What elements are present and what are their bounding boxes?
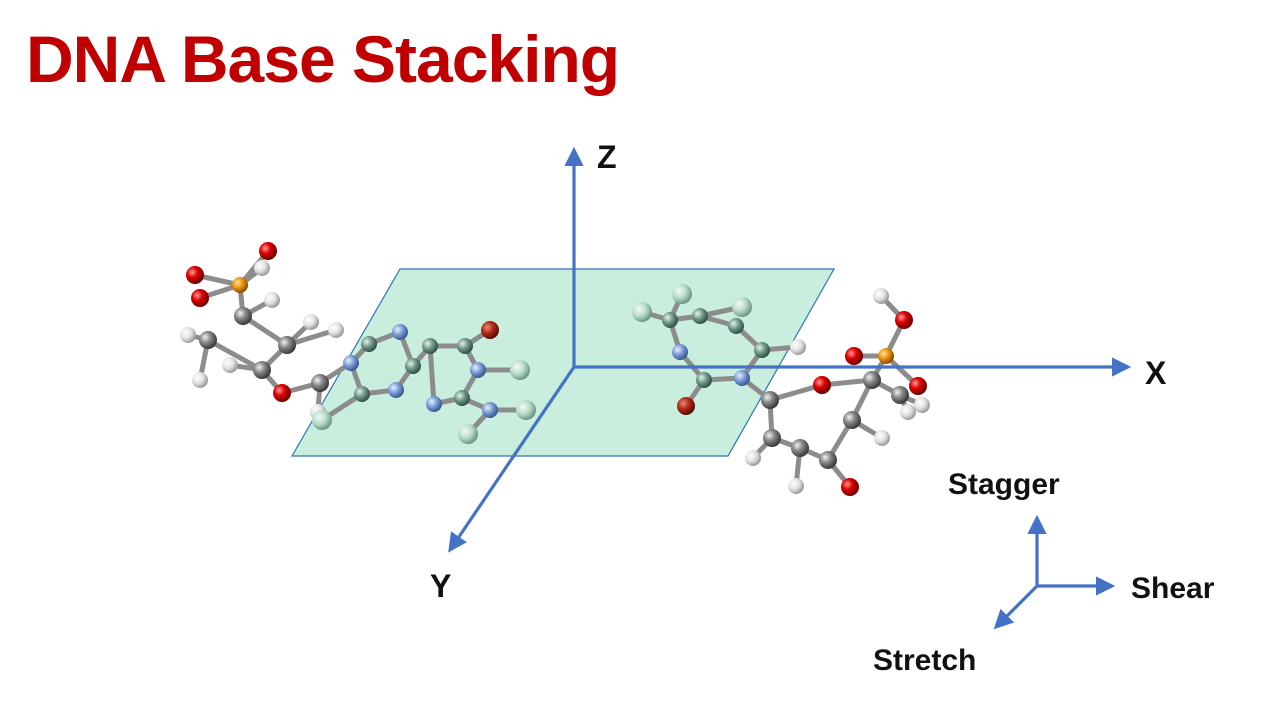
bond-stick: [767, 382, 825, 403]
step-parameter-legend: Stagger Shear Stretch: [873, 468, 1215, 677]
hydrogen-atom: [254, 260, 270, 276]
carbon-atom: [662, 312, 678, 328]
nitrogen-atom: [672, 344, 688, 360]
hydrogen-atom: [192, 372, 208, 388]
carbon-atom: [361, 336, 377, 352]
nitrogen-atom: [388, 382, 404, 398]
oxygen-atom: [677, 397, 695, 415]
hydrogen-atom: [264, 292, 280, 308]
stretch-arrow: [993, 584, 1039, 630]
hydrogen-atom: [873, 288, 889, 304]
x-axis-label: X: [1145, 355, 1167, 391]
carbon-atom: [454, 390, 470, 406]
oxygen-atom: [186, 266, 204, 284]
oxygen-atom: [191, 289, 209, 307]
hydrogen-atom: [632, 302, 652, 322]
carbon-atom: [891, 386, 909, 404]
oxygen-atom: [841, 478, 859, 496]
carbon-atom: [754, 342, 770, 358]
phosphorus-atom: [232, 277, 248, 293]
oxygen-atom: [895, 311, 913, 329]
bond-stick: [205, 337, 265, 373]
stretch-label: Stretch: [873, 644, 976, 677]
shear-label: Shear: [1131, 572, 1215, 605]
nitrogen-atom: [343, 355, 359, 371]
bond-stick: [427, 343, 437, 407]
carbon-atom: [311, 374, 329, 392]
carbon-atom: [819, 451, 837, 469]
hydrogen-atom: [312, 410, 332, 430]
hydrogen-atom: [745, 450, 761, 466]
hydrogen-atom: [510, 360, 530, 380]
nitrogen-atom: [426, 396, 442, 412]
hydrogen-atom: [874, 430, 890, 446]
carbon-atom: [843, 411, 861, 429]
carbon-atom: [422, 338, 438, 354]
carbon-atom: [728, 318, 744, 334]
oxygen-atom: [845, 347, 863, 365]
hydrogen-atom: [914, 397, 930, 413]
carbon-atom: [761, 391, 779, 409]
hydrogen-atom: [458, 424, 478, 444]
carbon-atom: [692, 308, 708, 324]
carbon-atom: [791, 439, 809, 457]
y-axis-arrow: [448, 366, 576, 553]
hydrogen-atom: [788, 478, 804, 494]
carbon-atom: [863, 371, 881, 389]
y-axis-label: Y: [430, 568, 451, 604]
stagger-label: Stagger: [948, 468, 1060, 501]
oxygen-atom: [909, 377, 927, 395]
carbon-atom: [354, 386, 370, 402]
phosphorus-atom: [878, 348, 894, 364]
carbon-atom: [405, 358, 421, 374]
hydrogen-atom: [672, 284, 692, 304]
carbon-atom: [234, 307, 252, 325]
hydrogen-atom: [180, 327, 196, 343]
carbon-atom: [253, 361, 271, 379]
nitrogen-atom: [470, 362, 486, 378]
left-nucleotide: [180, 242, 536, 444]
page-title: DNA Base Stacking: [26, 22, 620, 96]
hydrogen-atom: [732, 297, 752, 317]
carbon-atom: [696, 372, 712, 388]
oxygen-atom: [813, 376, 831, 394]
carbon-atom: [199, 331, 217, 349]
oxygen-atom: [273, 384, 291, 402]
nitrogen-atom: [482, 402, 498, 418]
carbon-atom: [278, 336, 296, 354]
nitrogen-atom: [392, 324, 408, 340]
hydrogen-atom: [790, 339, 806, 355]
hydrogen-atom: [900, 404, 916, 420]
hydrogen-atom: [222, 357, 238, 373]
hydrogen-atom: [516, 400, 536, 420]
hydrogen-atom: [303, 314, 319, 330]
oxygen-atom: [481, 321, 499, 339]
carbon-atom: [457, 338, 473, 354]
nitrogen-atom: [734, 370, 750, 386]
carbon-atom: [763, 429, 781, 447]
z-axis-label: Z: [597, 139, 617, 175]
oxygen-atom: [259, 242, 277, 260]
hydrogen-atom: [328, 322, 344, 338]
right-nucleotide: [632, 284, 930, 496]
